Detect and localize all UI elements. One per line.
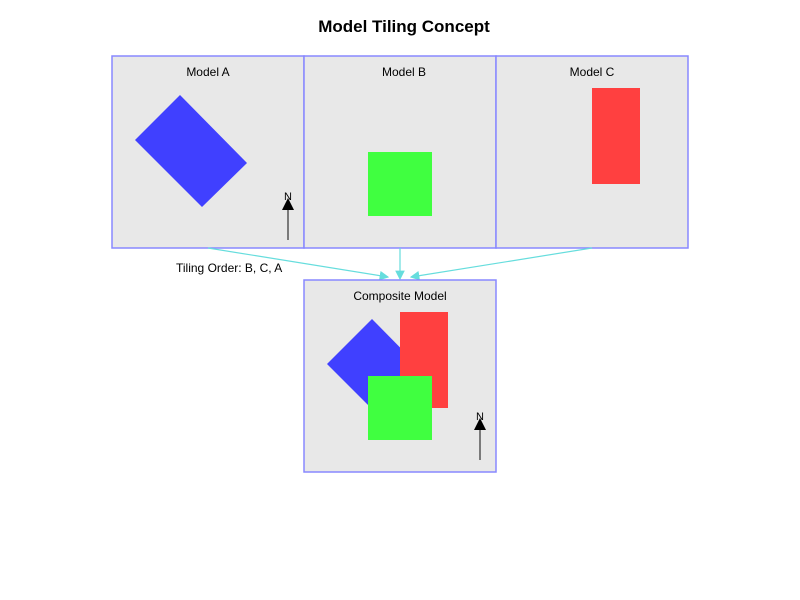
model-b-panel: Model B (303, 55, 497, 249)
composite-panel: Composite Model N (303, 279, 497, 473)
tiling-order-label: Tiling Order: B, C, A (176, 261, 282, 275)
arrow-c-to-composite (409, 247, 593, 281)
model-a-shape (135, 95, 247, 207)
svg-text:N: N (476, 411, 484, 423)
model-c-label: Model C (570, 65, 615, 79)
model-c-shape (592, 88, 640, 184)
arrow-a-to-composite (207, 247, 390, 281)
north-arrow-icon: N (282, 191, 294, 240)
model-c-panel: Model C (495, 55, 689, 249)
composite-shape-b (368, 376, 432, 440)
svg-text:N: N (284, 191, 292, 203)
north-arrow-icon: N (474, 411, 486, 460)
composite-label: Composite Model (353, 289, 446, 303)
model-b-label: Model B (382, 65, 426, 79)
diagram-title: Model Tiling Concept (318, 17, 490, 36)
model-b-shape (368, 152, 432, 216)
model-a-panel: Model A N (111, 55, 305, 249)
model-a-label: Model A (186, 65, 229, 79)
